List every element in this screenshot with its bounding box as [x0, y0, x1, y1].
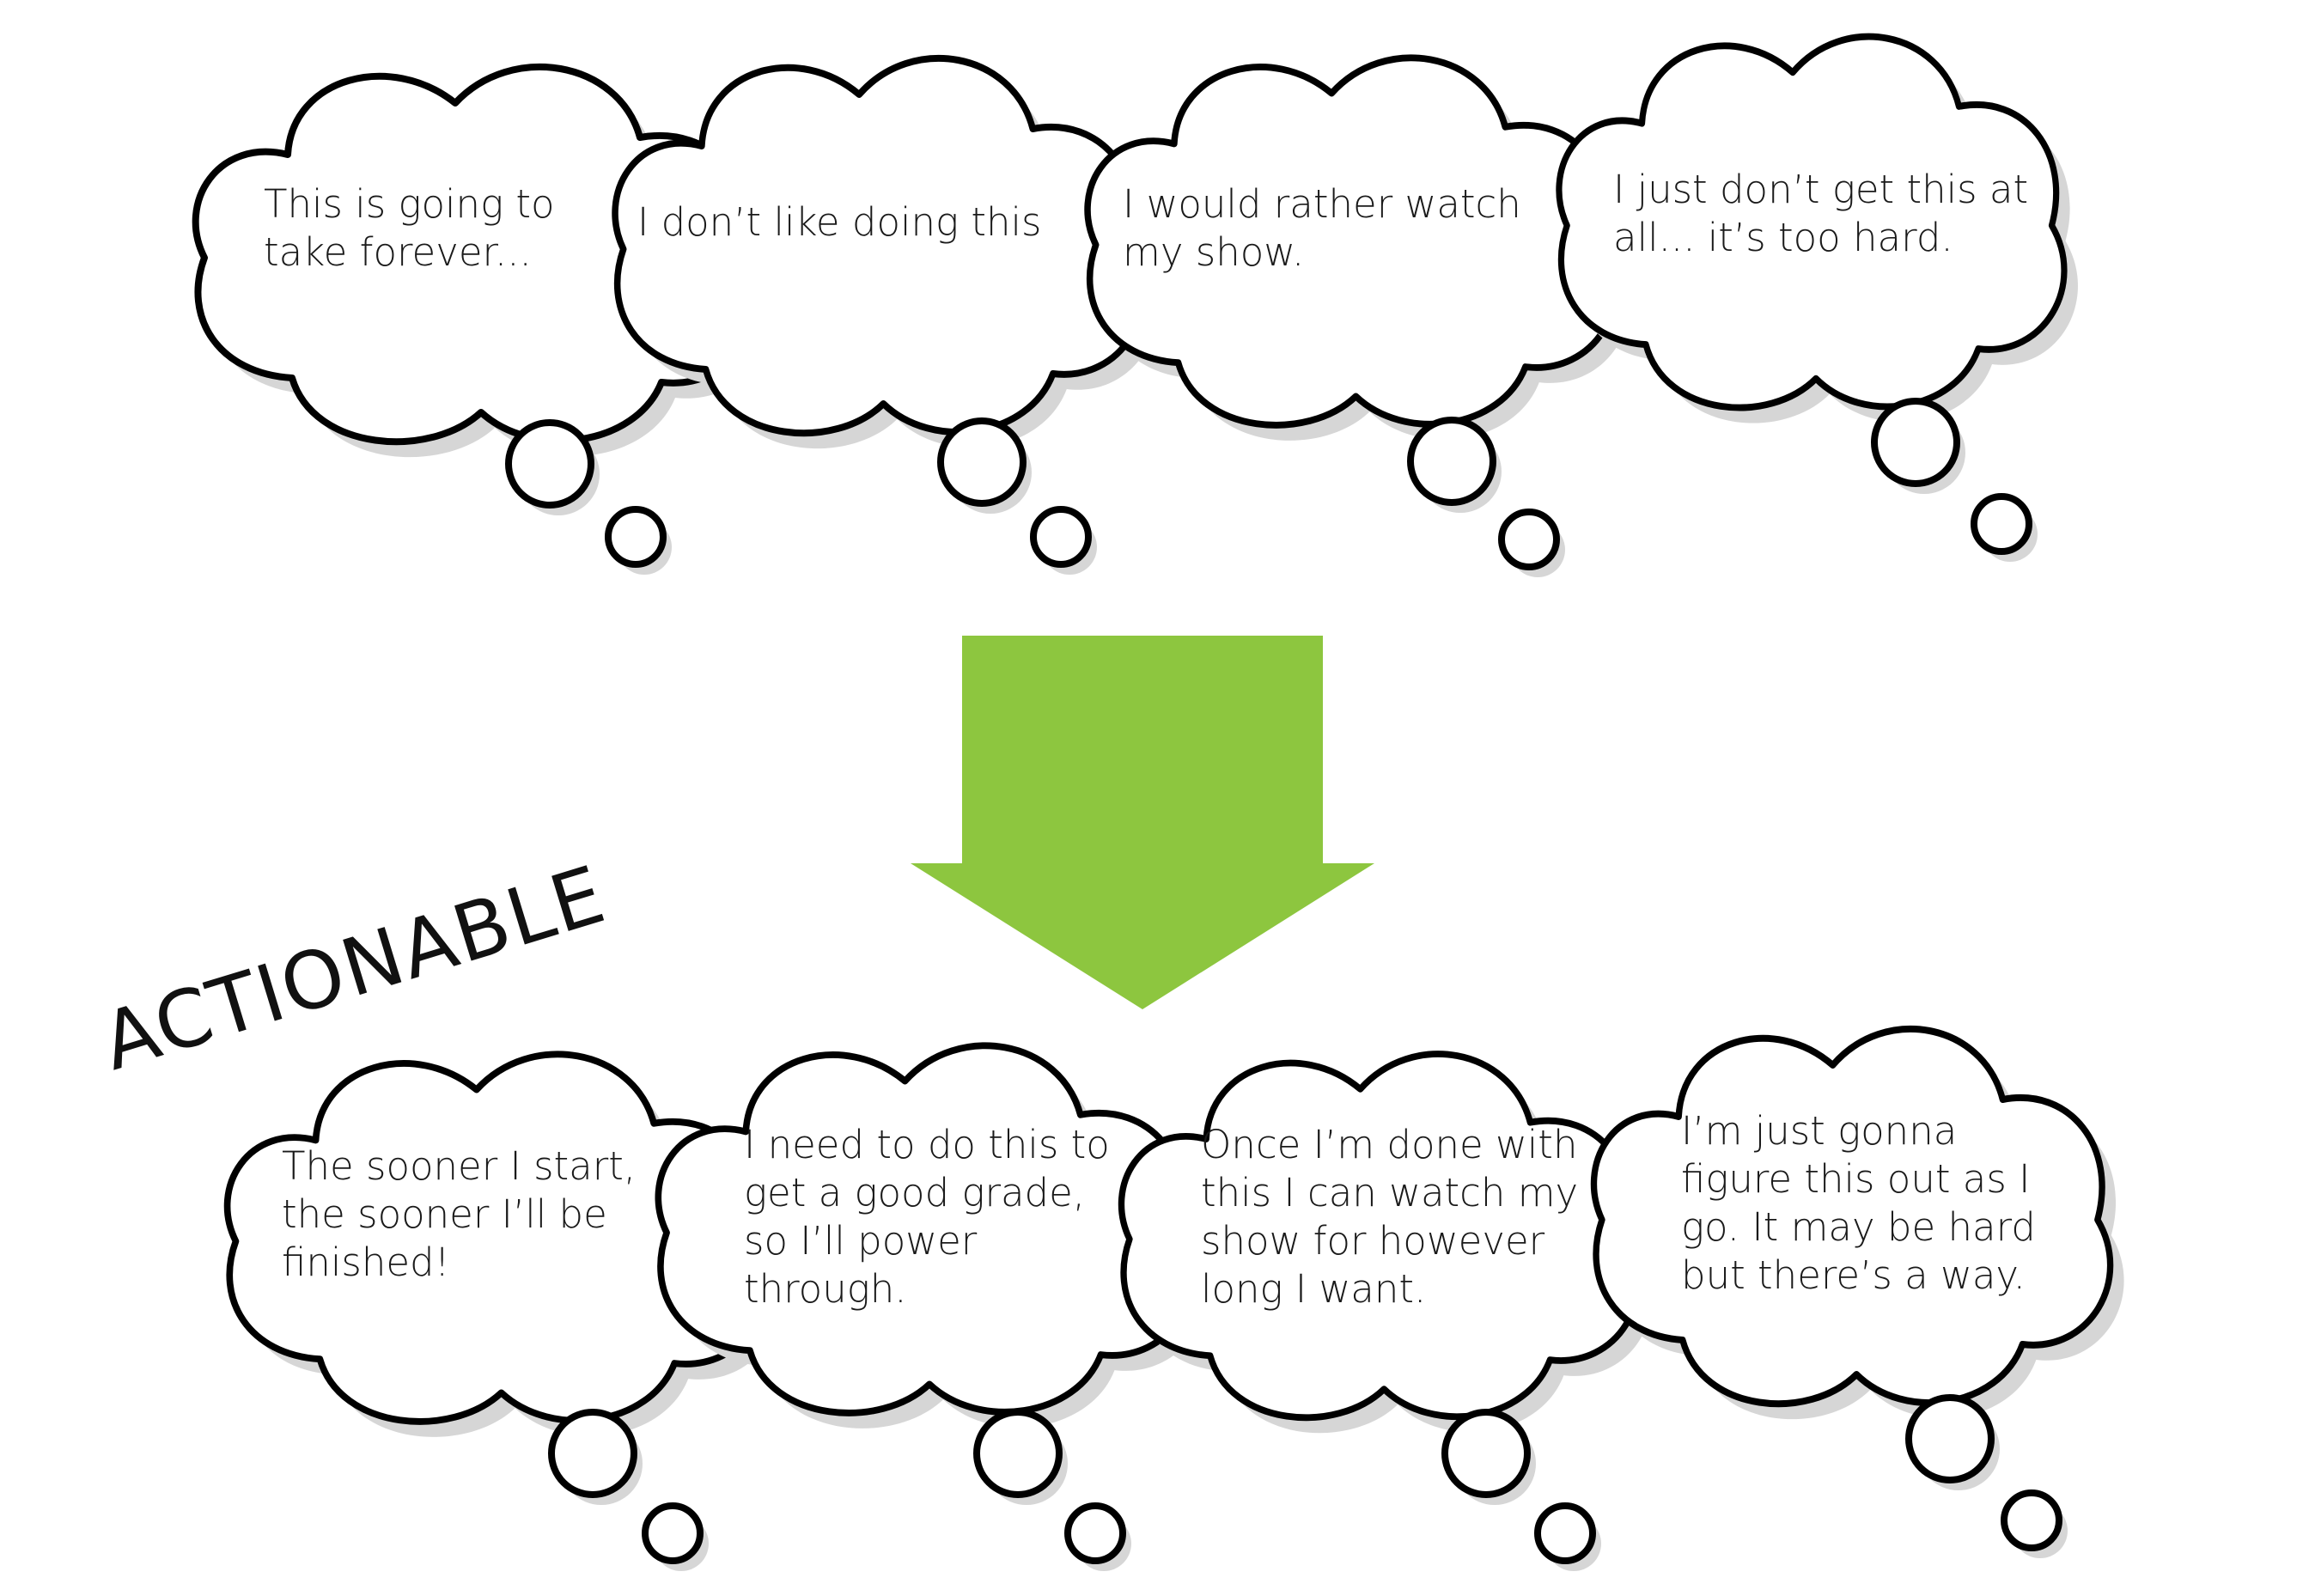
- top-thought-cloud-1: [196, 67, 771, 575]
- top-thought-cloud-2: [615, 58, 1157, 575]
- top-thought-2-text: I don’t like doing this: [637, 199, 1042, 245]
- thought-bubble: [548, 1409, 637, 1498]
- thought-bubble: [1971, 493, 2032, 555]
- bottom-thought-2-text: I need to do this to get a good grade, s…: [744, 1122, 1110, 1312]
- top-thought-cloud-3: [1087, 58, 1630, 577]
- bottom-thought-3-text: Once I’m done with this I can watch my s…: [1201, 1122, 1579, 1312]
- top-thought-cloud-4: [1559, 37, 2078, 562]
- thought-bubble: [973, 1409, 1063, 1498]
- thought-bubble: [1905, 1394, 1995, 1483]
- top-thought-4-text: I just don’t get this at all... it’s too…: [1613, 167, 2029, 260]
- bottom-thought-cloud-1: [228, 1054, 780, 1571]
- bottom-thought-4-text: I’m just gonna figure this out as I go. …: [1681, 1108, 2036, 1298]
- thought-bubble: [642, 1502, 704, 1564]
- thought-clouds: [196, 37, 2124, 1571]
- thought-bubble: [1441, 1409, 1531, 1498]
- bottom-thought-1-text: The sooner I start, the sooner I’ll be f…: [282, 1143, 637, 1285]
- thought-bubble: [1498, 509, 1560, 570]
- thought-bubble: [1534, 1502, 1596, 1564]
- thought-bubble: [505, 419, 594, 509]
- bottom-thought-cloud-2: [658, 1045, 1206, 1571]
- down-arrow-icon: [911, 636, 1374, 1009]
- thought-bubble: [1871, 398, 1960, 487]
- top-thought-3-text: I would rather watch my show.: [1123, 181, 1521, 275]
- bottom-thought-cloud-4: [1593, 1029, 2124, 1558]
- thought-bubble: [2001, 1489, 2062, 1551]
- thought-bubble: [1407, 417, 1496, 506]
- thought-bubble: [937, 417, 1027, 507]
- thought-bubble: [605, 506, 667, 568]
- thought-bubble: [1064, 1502, 1126, 1564]
- thought-bubble: [1030, 506, 1092, 568]
- bottom-thought-cloud-3: [1121, 1054, 1652, 1571]
- top-thought-1-text: This is going to take forever...: [264, 181, 555, 275]
